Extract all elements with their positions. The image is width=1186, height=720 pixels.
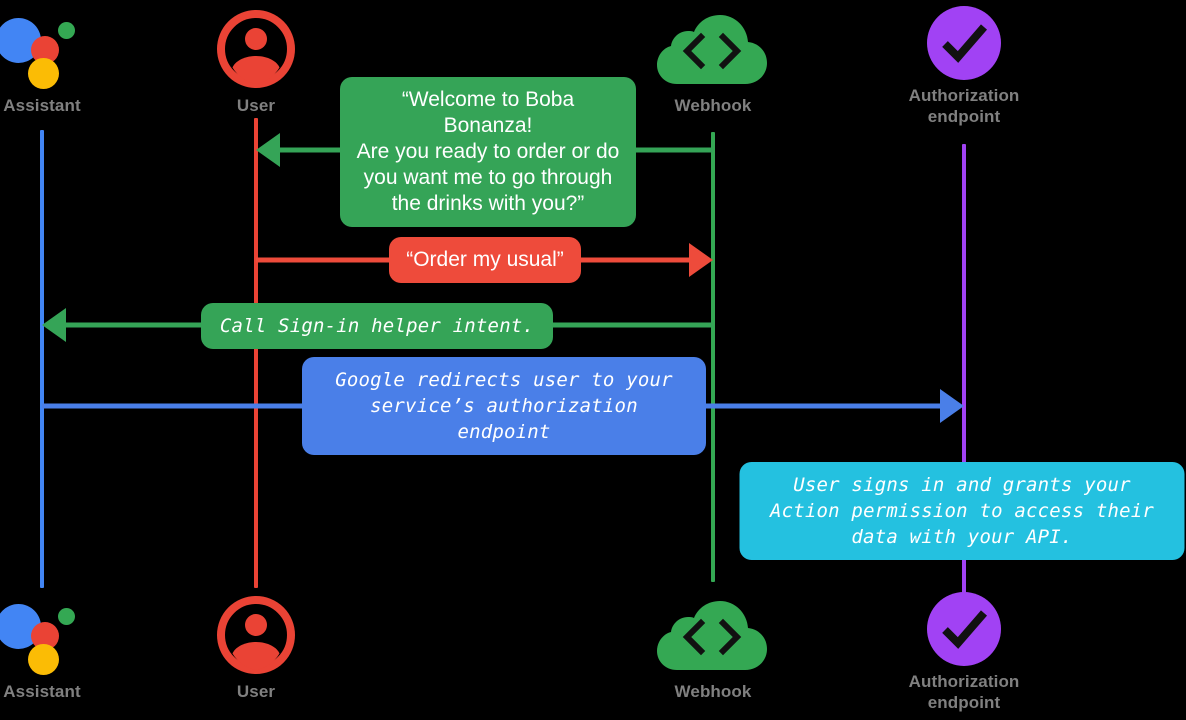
message-bubble-user-signs-in: User signs in and grants your Action per…: [739, 462, 1185, 560]
user-avatar-icon: [217, 10, 295, 93]
webhook-icon-wrap-bottom: [628, 594, 798, 676]
user-icon-wrap-bottom: [171, 594, 341, 676]
actor-assistant-top: Assistant: [0, 8, 127, 116]
message-bubble-google-redirects: Google redirects user to your service’s …: [302, 357, 706, 455]
user-avatar-icon: [217, 596, 295, 679]
assistant-icon-wrap-bottom: [0, 594, 127, 676]
auth-icon-wrap: [879, 4, 1049, 80]
assistant-dot-yellow: [28, 644, 59, 675]
actor-authorization-endpoint-top: Authorization endpoint: [879, 4, 1049, 127]
actor-label-authorization-endpoint: Authorization endpoint: [908, 86, 1020, 126]
assistant-dot-yellow: [28, 58, 59, 89]
check-circle-icon: [927, 592, 1001, 671]
actor-webhook-bottom: Webhook: [628, 594, 798, 702]
actor-webhook-top: Webhook: [628, 8, 798, 116]
auth-icon-wrap-bottom: [879, 590, 1049, 666]
actor-assistant-bottom: Assistant: [0, 594, 127, 702]
lifeline-assistant: [40, 130, 44, 588]
assistant-dot-green: [58, 608, 75, 625]
actor-label-assistant: Assistant: [3, 682, 81, 701]
arrow-head-google-redirects: [940, 389, 964, 423]
actor-label-authorization-endpoint: Authorization endpoint: [908, 672, 1020, 712]
assistant-icon-wrap: [0, 8, 127, 90]
arrow-head-welcome: [256, 133, 280, 167]
message-bubble-order-my-usual: “Order my usual”: [389, 237, 581, 283]
google-assistant-icon: [0, 596, 88, 675]
google-assistant-icon: [0, 10, 88, 89]
actor-label-user: User: [236, 96, 276, 115]
message-bubble-call-signin-helper: Call Sign-in helper intent.: [201, 303, 553, 349]
message-bubble-welcome: “Welcome to Boba Bonanza! Are you ready …: [340, 77, 636, 227]
lifeline-webhook: [711, 132, 715, 582]
user-icon-wrap: [171, 8, 341, 90]
actor-user-bottom: User: [171, 594, 341, 702]
actor-authorization-endpoint-bottom: Authorization endpoint: [879, 590, 1049, 713]
actor-label-webhook: Webhook: [674, 96, 752, 115]
actor-label-user: User: [236, 682, 276, 701]
cloud-code-icon: [657, 12, 769, 93]
actor-label-webhook: Webhook: [674, 682, 752, 701]
actor-label-assistant: Assistant: [3, 96, 81, 115]
lifeline-authorization-endpoint: [962, 144, 966, 599]
arrow-head-call-signin-helper: [42, 308, 66, 342]
assistant-dot-green: [58, 22, 75, 39]
arrow-head-order-my-usual: [689, 243, 713, 277]
lifeline-user: [254, 118, 258, 588]
actor-user-top: User: [171, 8, 341, 116]
cloud-code-icon: [657, 598, 769, 679]
check-circle-icon: [927, 6, 1001, 85]
webhook-icon-wrap: [628, 8, 798, 90]
